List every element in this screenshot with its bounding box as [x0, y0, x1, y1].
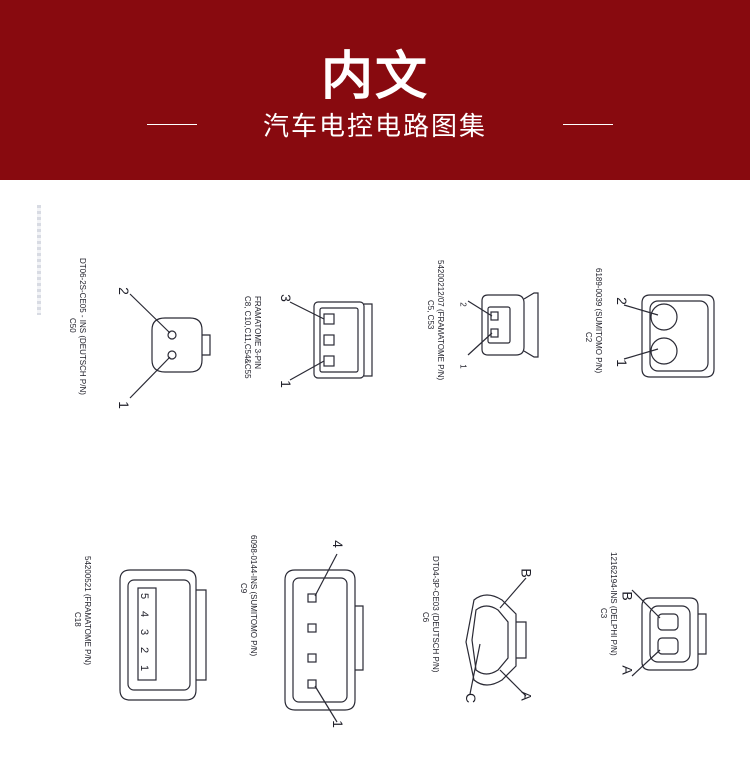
connector-diagram-c18	[119, 569, 207, 701]
connector-part: 6189-0039 (SUMITOMO P/N)	[594, 268, 603, 374]
connector-code: C6	[421, 612, 430, 623]
connector-label-c6: DT04-3P-CE03 (DEUTSCH P/N) C6	[420, 556, 440, 672]
connector-label-c3: 12162194-INS (DELPHI P/N) C3	[598, 552, 618, 656]
connector-code: C8, C10,C11,C54&C55	[243, 296, 252, 379]
connector-diagram-c9	[284, 553, 364, 723]
pin-label: B	[619, 591, 636, 601]
connector-diagram-c50	[129, 293, 211, 399]
connector-part: DT06-2S-CE05 - INS (DEUTSCH P/N)	[78, 258, 87, 395]
title-rule-right	[563, 124, 613, 125]
pin-label: B	[518, 568, 535, 578]
connector-part: DT04-3P-CE03 (DEUTSCH P/N)	[431, 556, 440, 673]
connector-label-c9: 6098-0144-INS (SUMITOMO P/N) C9	[238, 535, 258, 656]
pin-label: 2	[458, 302, 468, 307]
pin-label: 1	[115, 401, 132, 409]
header-banner: 内文 汽车电控电路图集	[0, 0, 750, 180]
connector-label-c8: FRAMATOME 3-PIN C8, C10,C11,C54&C55	[242, 296, 262, 379]
page-subtitle: 汽车电控电路图集	[262, 112, 487, 142]
connector-code: C50	[68, 318, 77, 333]
connector-label-c2: 6189-0039 (SUMITOMO P/N) C2	[583, 268, 603, 373]
connector-code: C3	[599, 608, 608, 619]
connector-code: C2	[584, 332, 593, 343]
pin-label: 4	[138, 610, 151, 618]
connector-part: FRAMATOME 3-PIN	[253, 296, 262, 370]
pin-label: 4	[329, 540, 346, 548]
pin-label: 2	[138, 646, 151, 654]
connector-part: 12162194-INS (DELPHI P/N)	[609, 552, 618, 656]
connector-part: 54200521 (FRAMATOME P/N)	[83, 556, 92, 666]
connector-diagram-c5	[467, 292, 539, 358]
pin-label: 1	[329, 720, 346, 728]
connector-diagram-c6	[465, 577, 527, 697]
connector-diagram-c8	[289, 301, 373, 381]
connector-label-c50: DT06-2S-CE05 - INS (DEUTSCH P/N) C50	[67, 258, 87, 395]
pin-label: 2	[115, 287, 132, 295]
pin-label: A	[518, 691, 535, 701]
pin-label: 5	[138, 592, 151, 600]
pin-label: 1	[613, 359, 630, 367]
connector-diagram-c2	[623, 294, 715, 378]
pin-label: 2	[613, 297, 630, 305]
pin-label: 3	[138, 628, 151, 636]
page-title: 内文	[320, 47, 429, 107]
connector-label-c18: 54200521 (FRAMATOME P/N) C18	[72, 556, 92, 665]
pin-label: 1	[458, 364, 468, 369]
connector-diagram-c3	[631, 589, 707, 677]
scan-edge	[37, 205, 41, 315]
connector-code: C9	[239, 583, 248, 594]
connector-code: C18	[73, 612, 82, 627]
pin-label: 1	[138, 664, 151, 672]
connector-part: 54200212/07 (FRAMATOME P/N)	[436, 260, 445, 381]
title-rule-left	[147, 124, 197, 125]
pin-label: A	[619, 665, 636, 675]
connector-label-c5: 54200212/07 (FRAMATOME P/N) C5, C53	[425, 260, 445, 380]
pin-label: 3	[277, 294, 294, 302]
pin-label: 1	[277, 380, 294, 388]
connector-code: C5, C53	[426, 300, 435, 330]
pin-label: C	[463, 692, 480, 704]
connector-part: 6098-0144-INS (SUMITOMO P/N)	[249, 535, 258, 657]
